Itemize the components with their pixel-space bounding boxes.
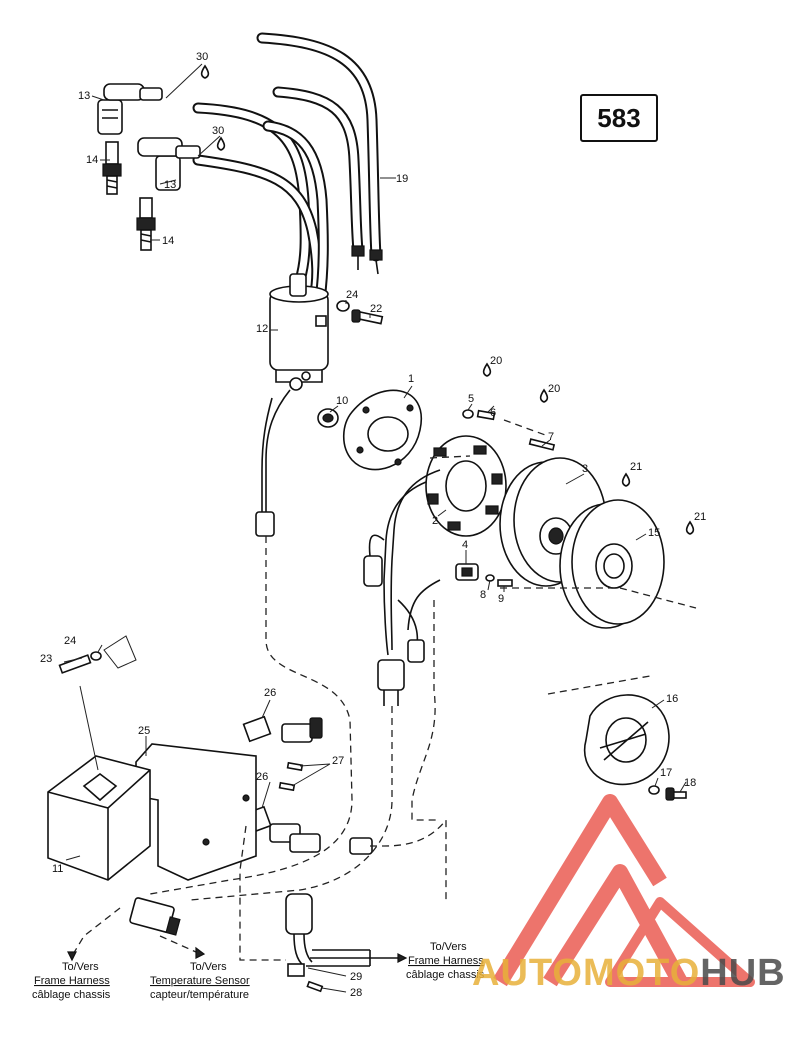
callout-20-lower: 20 (548, 383, 560, 395)
callout-11: 11 (52, 863, 63, 875)
destination-arrows (67, 946, 408, 966)
callout-19: 19 (396, 173, 408, 185)
stator-harness (363, 469, 441, 706)
dest-temp-line2: Temperature Sensor (150, 975, 250, 987)
callout-10: 10 (336, 395, 348, 407)
callout-13-upper: 13 (78, 90, 90, 102)
callout-26-upper: 26 (264, 687, 276, 699)
watermark-part1: AUTOMOTO (472, 952, 701, 994)
screws-27 (278, 761, 304, 792)
dest-temp-line3: capteur/température (150, 989, 249, 1001)
temperature-sensor-connector (129, 897, 181, 936)
connector-lower (242, 805, 373, 855)
stator-screws (462, 409, 556, 451)
mounting-bracket (135, 743, 257, 881)
stator-plate (342, 389, 423, 471)
callout-29: 29 (350, 971, 362, 983)
callout-26-lower: 26 (256, 771, 268, 783)
grommet (317, 408, 339, 428)
callout-24-coil: 24 (346, 289, 358, 301)
coil-wire (255, 389, 291, 537)
callout-25: 25 (138, 725, 150, 737)
callout-2: 2 (432, 515, 438, 527)
callout-12: 12 (256, 323, 268, 335)
callout-4: 4 (462, 539, 468, 551)
callout-17: 17 (660, 767, 672, 779)
callout-3: 3 (582, 463, 588, 475)
callout-13-lower: 13 (164, 179, 176, 191)
dest-right-line2: Frame Harness (408, 955, 484, 967)
callout-18: 18 (684, 777, 696, 789)
ignition-coil (269, 273, 329, 391)
callout-23: 23 (40, 653, 52, 665)
callout-8: 8 (480, 589, 486, 601)
ring-gear (559, 499, 665, 629)
callout-30-lower: 30 (212, 125, 224, 137)
destination-label-frame-harness-left: To/Vers Frame Harness câblage chassis (32, 961, 111, 1001)
dest-left-line2: Frame Harness (34, 975, 110, 987)
harness-connector-29 (285, 893, 370, 977)
callout-15: 15 (648, 527, 660, 539)
spark-plug-cap-upper (97, 83, 163, 135)
rewind-starter-cover (583, 694, 670, 786)
callout-21-upper: 21 (630, 461, 642, 473)
destination-label-temperature-sensor: To/Vers Temperature Sensor capteur/tempé… (150, 961, 250, 1001)
callout-9: 9 (498, 593, 504, 605)
destination-label-frame-harness-right: To/Vers Frame Harness câblage chassis (406, 941, 485, 981)
trigger-coil (455, 563, 513, 587)
screw-28 (306, 980, 324, 993)
spark-plug-upper (102, 141, 122, 195)
callout-6: 6 (490, 407, 496, 419)
dest-right-line1: To/Vers (430, 941, 467, 953)
lubricant-drop-icons (200, 64, 695, 535)
cover-bolt-and-washer (648, 785, 687, 801)
automotohub-watermark-text: AUTOMOTOHUB (472, 952, 786, 995)
spark-plug-lower (136, 197, 156, 251)
callout-16: 16 (666, 693, 678, 705)
cdi-module (47, 755, 151, 881)
callout-14-upper: 14 (86, 154, 98, 166)
callout-30-upper: 30 (196, 51, 208, 63)
callout-22: 22 (370, 303, 382, 315)
dest-left-line3: câblage chassis (32, 989, 111, 1001)
callout-7: 7 (548, 431, 554, 443)
watermark-part2: HUB (700, 952, 786, 994)
leader-lines (63, 63, 687, 993)
connector-upper (242, 715, 323, 743)
callout-20-upper: 20 (490, 355, 502, 367)
dest-temp-line1: To/Vers (190, 961, 227, 973)
callout-5: 5 (468, 393, 474, 405)
harness-routing-lines (71, 419, 697, 961)
high-tension-wires (192, 32, 383, 306)
stator (425, 435, 507, 537)
callout-27: 27 (332, 755, 344, 767)
dest-left-line1: To/Vers (62, 961, 99, 973)
callout-24-cdi: 24 (64, 635, 76, 647)
callout-1: 1 (408, 373, 414, 385)
callout-28: 28 (350, 987, 362, 999)
spark-plug-cap-lower (137, 137, 201, 191)
callout-numbers: 30 30 13 13 14 14 19 24 22 12 10 1 2 4 8… (40, 51, 706, 999)
callout-14-lower: 14 (162, 235, 174, 247)
cdi-bolt-and-washer (58, 635, 137, 674)
dest-right-line3: câblage chassis (406, 969, 485, 981)
page-number-box: 583 (580, 94, 658, 142)
callout-21-lower: 21 (694, 511, 706, 523)
